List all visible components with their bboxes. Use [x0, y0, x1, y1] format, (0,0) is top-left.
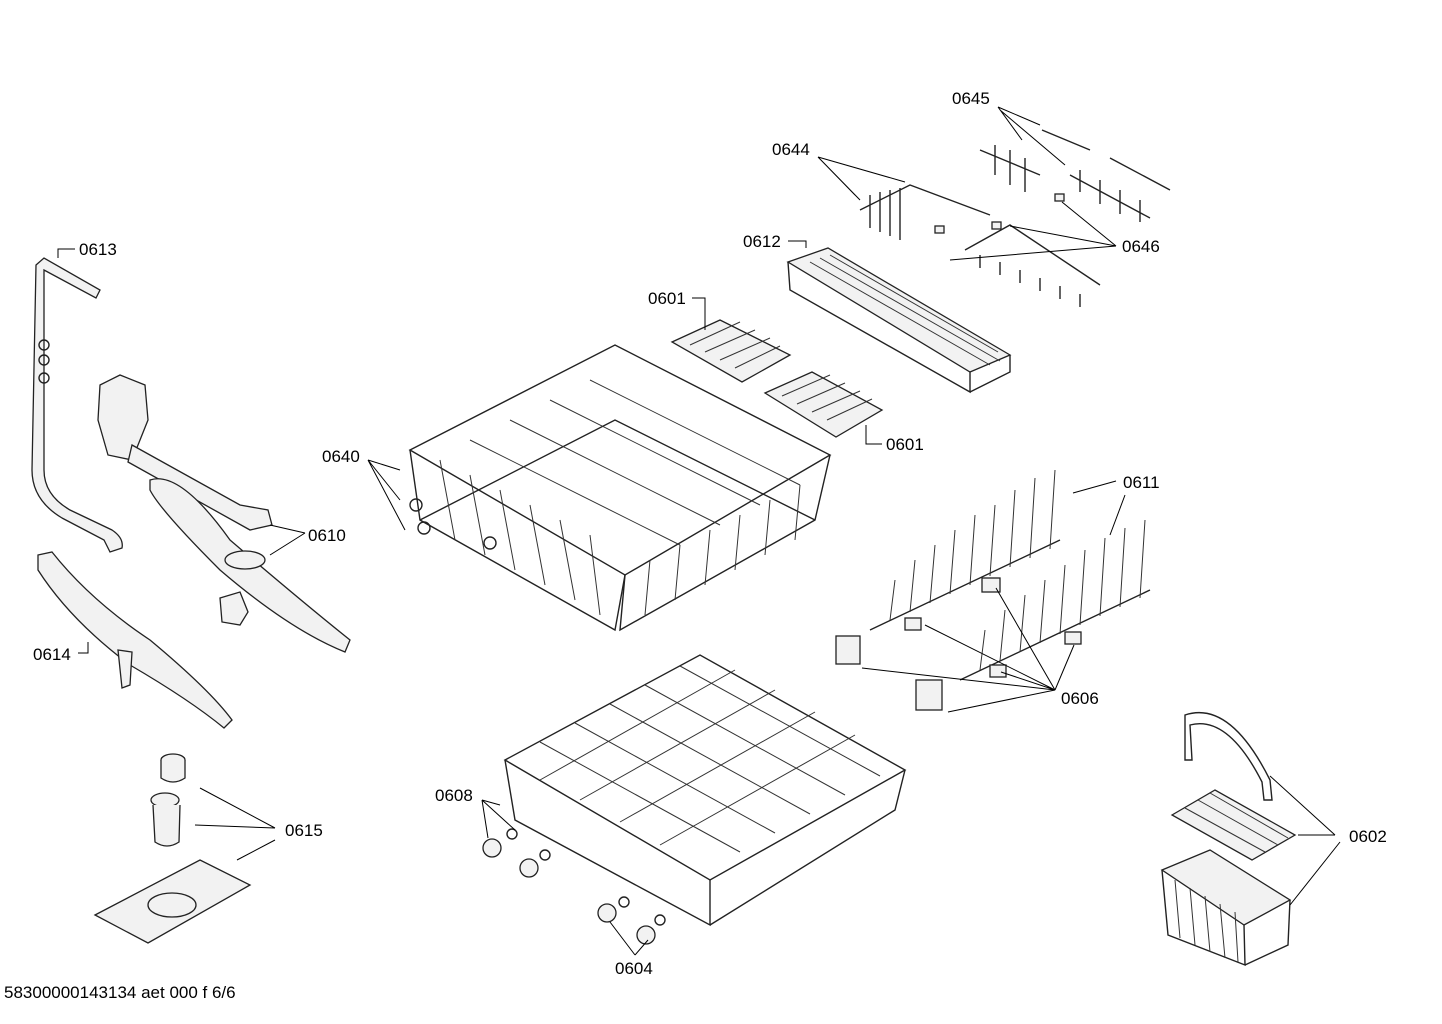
callout-0606: 0606 [1061, 689, 1099, 708]
callout-0614: 0614 [33, 645, 71, 664]
part-0610-upper-spray-arm [97, 374, 351, 653]
part-0611-tine-racks [869, 469, 1151, 681]
part-wheels [482, 828, 666, 945]
part-0640-upper-basket [408, 344, 832, 632]
callout-0640: 0640 [322, 447, 360, 466]
callout-0610: 0610 [308, 526, 346, 545]
callout-0644: 0644 [772, 140, 810, 159]
part-lower-basket [503, 654, 907, 927]
callout-0602: 0602 [1349, 827, 1387, 846]
callout-0615: 0615 [285, 821, 323, 840]
callout-0601-bottom: 0601 [886, 435, 924, 454]
callout-0611: 0611 [1123, 473, 1160, 492]
part-0602-cutlery-basket [1160, 711, 1297, 967]
part-0615-filter [93, 753, 252, 944]
part-0612-cutlery-tray [786, 247, 1012, 394]
callout-0646: 0646 [1122, 237, 1160, 256]
part-0644-0645-racks [859, 129, 1171, 307]
part-0614-lower-spray-arm [37, 551, 233, 729]
callout-0613: 0613 [79, 240, 117, 259]
part-0601-inserts [670, 319, 884, 438]
part-0613-spray-pipe [31, 257, 123, 553]
callout-0601-top: 0601 [648, 289, 686, 308]
part-0606-clips [835, 577, 1082, 711]
callout-0604: 0604 [615, 959, 653, 978]
drawing-code: 58300000143134 aet 000 f 6/6 [4, 983, 236, 1002]
callout-0608: 0608 [435, 786, 473, 805]
leader-lines [57, 106, 1341, 956]
callout-0645: 0645 [952, 89, 990, 108]
callout-0612: 0612 [743, 232, 781, 251]
